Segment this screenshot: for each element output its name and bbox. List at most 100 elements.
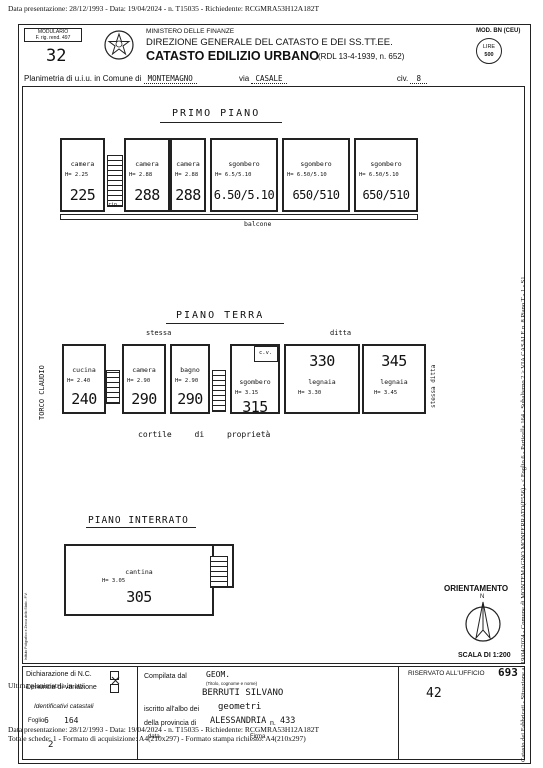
location-line: Planimetria di u.i.u. in Comune di MONTE… (24, 74, 526, 84)
terra-room-legnaia-2: 345 legnaia H= 3.45 (362, 344, 426, 414)
room-name: cantina (125, 568, 153, 576)
modulario-box: MODULARIO F. rig. rend. 497 (24, 28, 82, 42)
room-height: H= 3.05 (102, 578, 126, 584)
balcone-label: balcone (244, 220, 272, 228)
comune-value: MONTEMAGNO (143, 74, 197, 84)
room-number: 305 (126, 588, 152, 606)
model-label: MOD. BN (CEU) (476, 28, 521, 34)
location-prefix: Planimetria di u.i.u. in Comune di (24, 74, 142, 83)
n-value: 433 (280, 716, 296, 726)
civ-label: civ. (396, 74, 409, 83)
room-name: sgombero (228, 160, 260, 168)
bottom-meta-line-3: Totale schede: 1 - Formato di acquisizio… (8, 734, 306, 743)
room-height: H= 2.40 (67, 378, 91, 384)
footer-right-box (398, 666, 525, 760)
room-name: sgombero (370, 160, 402, 168)
foglio-label: Foglio (28, 718, 45, 724)
room-height: H= 6.50/5.10 (287, 172, 327, 178)
room-height: H= 6.5/5.10 (215, 172, 252, 178)
primo-room-sgombero-1: sgombero H= 6.5/5.10 6.50/5.10 (210, 138, 278, 212)
provincia-value: ALESSANDRIA (210, 716, 267, 726)
denuncia-label: Denuncia di variazione (26, 684, 97, 691)
document-title: CATASTO EDILIZIO URBANO (146, 49, 319, 63)
room-number: 330 (309, 352, 335, 370)
lire-stamp: LIRE 500 (476, 38, 502, 64)
room-name: legnaia (380, 378, 408, 386)
bottom-meta-line-1: Ultima planimetria in atti (8, 681, 85, 690)
room-height: H= 6.50/5.10 (359, 172, 399, 178)
right-margin-text: Catasto dei Fabbricati - Situazione al 1… (520, 276, 527, 762)
sheet-number: 32 (46, 46, 67, 66)
room-name: camera (135, 160, 159, 168)
compilata-label: Compilata dal (144, 673, 187, 680)
right-neighbor-label: stessa ditta (430, 364, 437, 408)
interrato-room-cantina: cantina H= 3.05 305 (64, 544, 214, 616)
room-height: H= 3.15 (235, 390, 259, 396)
via-label: via (239, 74, 250, 83)
plan-area (22, 86, 525, 664)
room-height: H= 3.30 (298, 390, 322, 396)
room-number: 650/510 (292, 188, 340, 202)
terra-room-camera: camera H= 2.90 290 (122, 344, 166, 414)
via-value: CASALE (251, 74, 287, 84)
room-name: sgombero (300, 160, 332, 168)
dichiarazione-checkbox (110, 671, 120, 685)
modulario-ref: F. rig. rend. 497 (35, 35, 71, 41)
terra-stairs-2 (212, 370, 226, 412)
compilata-value: GEOM. (206, 670, 231, 679)
lire-value: 500 (484, 52, 494, 58)
iscritto-value: geometri (218, 702, 262, 712)
primo-room-sgombero-3: sgombero H= 6.50/5.10 650/510 (354, 138, 418, 212)
stessa-label: stessa (146, 329, 172, 337)
document-frame (18, 24, 531, 764)
room-height: H= 3.45 (374, 390, 398, 396)
north-label: N (480, 594, 485, 600)
room-height: H= 2.25 (65, 172, 89, 178)
room-name: camera (176, 160, 200, 168)
left-margin-text: Istituto Poligrafico e Zecca dello Stato… (24, 592, 28, 660)
terra-stairs-1 (106, 370, 120, 404)
room-name: camera (70, 160, 95, 168)
subalterno-value: 2 (48, 740, 54, 750)
denuncia-checkbox (110, 684, 119, 693)
n-label: n. (270, 720, 276, 727)
room-number: 288 (134, 186, 160, 204)
firma-label: Firma (250, 734, 266, 740)
room-name: sgombero (239, 378, 271, 386)
law-reference: (RDL 13-4-1939, n. 652) (318, 52, 405, 61)
room-number: 6.50/5.10 (213, 188, 275, 202)
room-name: bagno (180, 366, 200, 374)
room-number: 345 (381, 352, 407, 370)
ditta-label: ditta (330, 329, 352, 337)
direction-name: DIREZIONE GENERALE DEL CATASTO E DEI SS.… (146, 37, 393, 48)
balcone-strip (60, 214, 418, 220)
lire-label: LIRE (482, 44, 496, 50)
cortile-label: cortile di proprietà (138, 430, 271, 439)
riservato-label: RISERVATO ALL'UFFICIO (408, 670, 485, 677)
room-name: cucina (72, 366, 96, 374)
piano-terra-title: PIANO TERRA (176, 310, 265, 321)
bottom-meta-line-2: Data presentazione: 28/12/1993 - Data: 1… (8, 725, 320, 734)
room-number: 240 (71, 390, 97, 408)
terra-room-sgombero: sgombero H= 3.15 315 (230, 344, 280, 416)
primo-room-sgombero-2: sgombero H= 6.50/5.10 650/510 (282, 138, 350, 212)
emblem-icon (102, 28, 136, 62)
interrato-stair-well (214, 544, 234, 588)
primo-piano-title: PRIMO PIANO (172, 108, 261, 119)
checkmark-icon (111, 676, 120, 685)
iscritto-label: iscritto all'albo dei (144, 706, 200, 713)
particella-value: 164 (64, 716, 79, 725)
scale-label: SCALA DI 1:200 (458, 652, 511, 659)
room-height: H= 2.90 (175, 378, 199, 384)
room-number: 290 (177, 390, 203, 408)
data-label: data (148, 734, 160, 740)
primo-stairs (107, 155, 123, 207)
room-number: 225 (69, 186, 96, 204)
primo-title-underline (160, 122, 282, 123)
rip-label: rip. (108, 202, 121, 208)
room-name: legnaia (308, 378, 336, 386)
terra-room-bagno: bagno H= 2.90 290 (170, 344, 210, 414)
footer-left-box (22, 666, 138, 760)
compiler-name: BERRUTI SILVANO (202, 688, 284, 698)
